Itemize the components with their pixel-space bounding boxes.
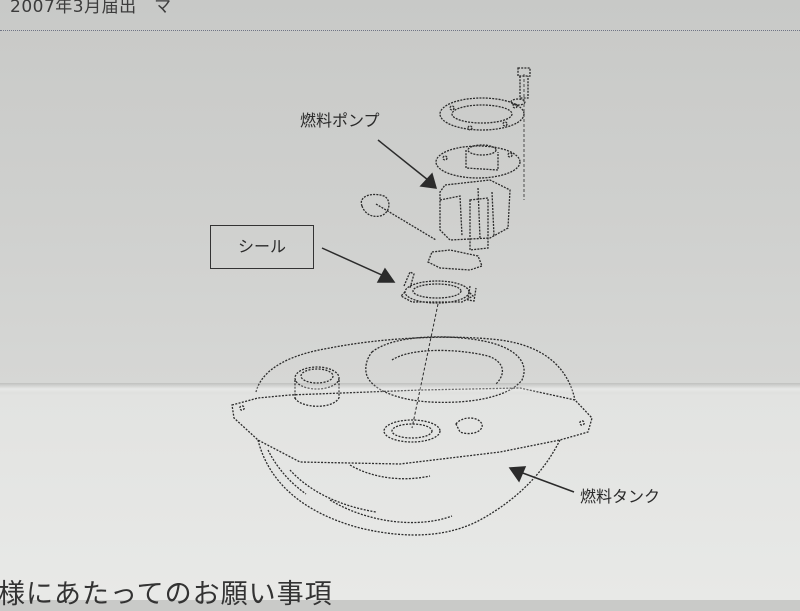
- label-fuel-tank: 燃料タンク: [580, 487, 661, 506]
- footer-text: 様にあたってのお願い事項: [0, 579, 333, 610]
- tank-flange: [231, 387, 593, 465]
- alignment-line: [411, 303, 439, 429]
- paper-fold-crease: [0, 383, 800, 393]
- tank-lower-body: [257, 439, 561, 536]
- leader-arrows: [321, 139, 575, 493]
- tank-filler-neck: [294, 366, 340, 390]
- seal-ring-drawing: [399, 271, 477, 304]
- tank-pump-opening: [383, 419, 441, 443]
- label-fuel-pump: 燃料ポンプ: [300, 111, 380, 130]
- tank-upper-shell: [255, 336, 576, 401]
- fuel-tank-drawing: [231, 336, 593, 536]
- tank-top-recess: [365, 336, 525, 403]
- header-text: 2007年3月届出 マ: [10, 0, 172, 17]
- dotted-divider: [0, 30, 800, 31]
- label-seal: シール: [210, 225, 314, 269]
- fuel-pump-drawing: [360, 97, 525, 271]
- bolt-drawing: [510, 67, 531, 106]
